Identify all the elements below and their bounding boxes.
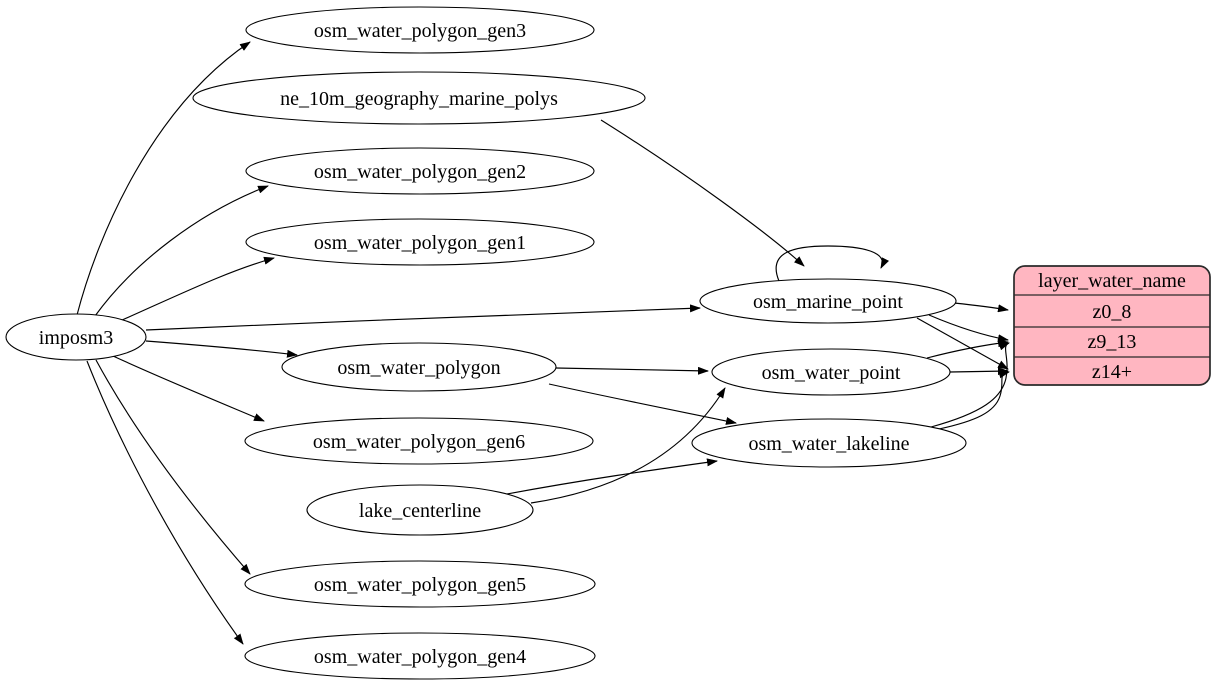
edge-osm_marine_point-to-record-z0_8 [953, 302, 1009, 313]
node-ne_10m_geography_marine_polys-label: ne_10m_geography_marine_polys [280, 88, 558, 110]
edge-osm_water_point-to-record-z9_13 [926, 339, 1009, 359]
node-osm_water_point-label: osm_water_point [762, 362, 901, 384]
node-osm_water_polygon-label: osm_water_polygon [337, 357, 500, 379]
edge-imposm3-to-osm_water_polygon_gen6 [112, 355, 265, 422]
node-osm_water_polygon_gen5: osm_water_polygon_gen5 [244, 560, 596, 608]
node-osm_water_polygon_gen1: osm_water_polygon_gen1 [245, 218, 595, 266]
node-imposm3-shape [5, 313, 147, 361]
record-layer_water_name-shape [1013, 265, 1211, 386]
node-ne_10m_geography_marine_polys: ne_10m_geography_marine_polys [192, 71, 646, 125]
edge-osm_water_lakeline-to-record-z9_13 [930, 342, 1010, 428]
edge-lake_centerline-to-osm_water_lakeline [506, 458, 718, 495]
node-osm_water_point: osm_water_point [711, 348, 951, 396]
node-osm_marine_point-label: osm_marine_point [753, 291, 903, 313]
edge-imposm3-to-osm_water_polygon_gen4 [86, 360, 244, 645]
edge-imposm3-to-osm_water_polygon_gen1 [119, 256, 275, 322]
node-osm_water_polygon_gen3-label: osm_water_polygon_gen3 [314, 20, 526, 42]
record-row-z0_8: z0_8 [1093, 301, 1132, 323]
edge-osm_marine_point-to-record-z9_13 [928, 314, 1009, 343]
node-osm_water_point-shape [711, 348, 951, 396]
node-osm_water_polygon_gen5-shape [244, 560, 596, 608]
node-osm_water_polygon_gen4-shape [244, 632, 596, 680]
node-imposm3-label: imposm3 [39, 327, 113, 349]
node-osm_marine_point-shape [699, 278, 957, 324]
node-osm_water_polygon_gen2: osm_water_polygon_gen2 [245, 147, 595, 195]
edge-imposm3-to-osm_water_polygon_gen5 [95, 359, 251, 575]
edge-osm_marine_point-self-loop [775, 245, 890, 282]
node-osm_water_polygon_gen5-label: osm_water_polygon_gen5 [314, 574, 526, 596]
node-osm_water_lakeline-shape [691, 418, 967, 468]
node-osm_water_polygon: osm_water_polygon [281, 342, 557, 392]
node-osm_water_polygon_gen6-shape [244, 417, 594, 465]
edge-lake_centerline-to-osm_water_point [530, 387, 726, 504]
edge-osm_water_polygon-to-osm_water_point [555, 366, 709, 375]
node-ne_10m_geography_marine_polys-shape [192, 71, 646, 125]
record-row-z14: z14+ [1092, 361, 1132, 383]
node-osm_water_polygon_gen6-label: osm_water_polygon_gen6 [313, 431, 525, 453]
record-row-z9_13: z9_13 [1088, 331, 1137, 353]
edge-imposm3-to-osm_water_polygon_gen2 [94, 185, 269, 317]
node-imposm3: imposm3 [5, 313, 147, 361]
node-osm_water_polygon_gen4: osm_water_polygon_gen4 [244, 632, 596, 680]
node-osm_water_polygon_gen3-shape [245, 6, 595, 54]
edge-imposm3-to-osm_water_polygon_gen3 [76, 41, 251, 316]
edges [76, 41, 1010, 645]
node-osm_water_polygon_gen2-label: osm_water_polygon_gen2 [314, 161, 526, 183]
node-osm_water_lakeline: osm_water_lakeline [691, 418, 967, 468]
node-osm_water_lakeline-label: osm_water_lakeline [748, 433, 909, 455]
node-osm_water_polygon_gen1-shape [245, 218, 595, 266]
node-osm_water_polygon_gen3: osm_water_polygon_gen3 [245, 6, 595, 54]
node-osm_water_polygon_gen2-shape [245, 147, 595, 195]
record-title: layer_water_name [1038, 270, 1186, 292]
edge-imposm3-to-osm_marine_point [145, 304, 701, 331]
node-lake_centerline: lake_centerline [306, 484, 534, 536]
node-osm_water_polygon_gen6: osm_water_polygon_gen6 [244, 417, 594, 465]
edge-ne_10m_geography_marine_polys-to-osm_marine_point [600, 119, 805, 267]
node-osm_water_polygon_gen4-label: osm_water_polygon_gen4 [314, 646, 526, 668]
edge-osm_water_point-to-record-z14 [949, 367, 1009, 376]
node-osm_water_polygon_gen1-label: osm_water_polygon_gen1 [314, 232, 526, 254]
edge-osm_water_polygon-to-osm_water_lakeline [548, 383, 737, 425]
edge-imposm3-to-osm_water_polygon [145, 340, 298, 358]
edge-osm_water_lakeline-to-record-z14 [938, 370, 1010, 430]
record-layer_water_name: layer_water_name z0_8 z9_13 z14+ [1013, 265, 1211, 386]
node-lake_centerline-shape [306, 484, 534, 536]
node-osm_water_polygon-shape [281, 342, 557, 392]
node-osm_marine_point: osm_marine_point [699, 278, 957, 324]
node-lake_centerline-label: lake_centerline [359, 500, 481, 522]
